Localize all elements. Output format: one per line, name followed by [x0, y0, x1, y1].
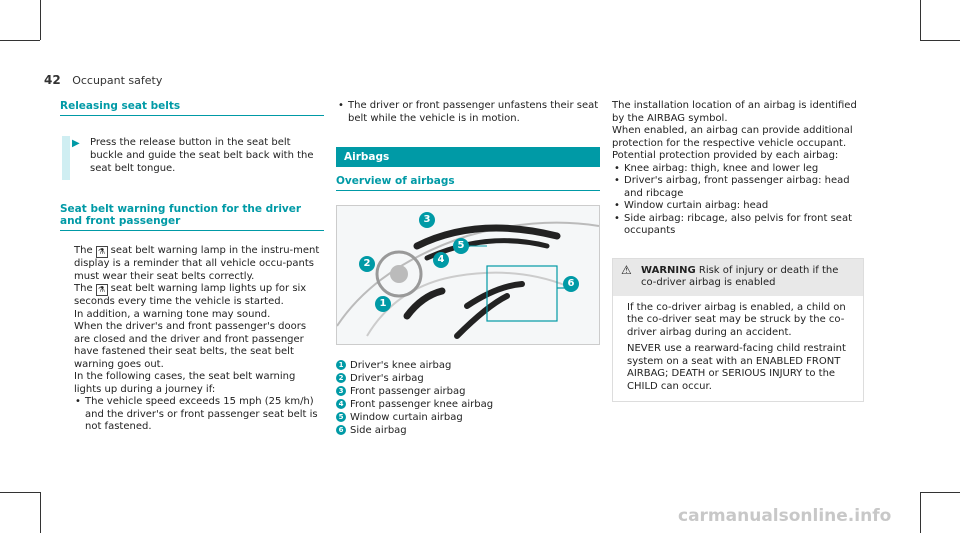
column-2: The driver or front passenger unfastens …: [336, 100, 600, 437]
warning-box: ⚠ WARNING Risk of injury or death if the…: [612, 257, 864, 402]
instruction-step: ▶ Press the release button in the seat b…: [60, 136, 324, 180]
paragraph: The⚗seat belt warning lamp lights up for…: [74, 283, 307, 307]
paragraph: If the co-driver airbag is enabled, a ch…: [627, 301, 846, 338]
paragraph: In the following cases, the seat belt wa…: [74, 371, 296, 395]
legend-number: 6: [336, 425, 346, 435]
page-header: 42 Occupant safety: [44, 73, 162, 87]
list-item: Window curtain airbag: head: [612, 200, 864, 213]
warning-body: If the co-driver airbag is enabled, a ch…: [613, 296, 863, 402]
step-bar: [62, 136, 70, 180]
crop-mark: [920, 0, 921, 40]
column-3: The installation location of an airbag i…: [612, 100, 864, 402]
releasing-title: Releasing seat belts: [60, 100, 324, 116]
watermark: carmanualsonline.info: [678, 506, 892, 526]
warning-function-title: Seat belt warning function for the drive…: [60, 203, 324, 231]
paragraph: In addition, a warning tone may sound.: [74, 308, 271, 320]
crop-mark: [40, 492, 41, 533]
callout-5: 5: [453, 238, 469, 254]
step-text: Press the release button in the seat bel…: [90, 137, 314, 174]
callout-3: 3: [419, 212, 435, 228]
legend-number: 4: [336, 399, 346, 409]
airbag-illustration: 3 5 4 2 6 1: [336, 205, 600, 345]
section-title: Occupant safety: [72, 74, 163, 87]
paragraph: NEVER use a rearward-facing child restra…: [627, 343, 846, 392]
callout-6: 6: [563, 276, 579, 292]
paragraph: When the driver's and front passenger's …: [74, 321, 307, 370]
paragraph: Potential protection provided by each ai…: [612, 150, 839, 161]
legend-number: 3: [336, 386, 346, 396]
seatbelt-person-icon: ⚗: [95, 246, 108, 258]
overview-title: Overview of airbags: [336, 175, 600, 191]
warning-function-body: The⚗seat belt warning lamp in the instru…: [60, 245, 324, 396]
legend-number: 1: [336, 360, 346, 370]
step-arrow-icon: ▶: [72, 138, 80, 149]
list-item: Side airbag: ribcage, also pelvis for fr…: [612, 213, 864, 238]
page-number: 42: [44, 73, 61, 87]
warning-triangle-icon: ⚠: [621, 262, 632, 277]
warning-header: ⚠ WARNING Risk of injury or death if the…: [613, 258, 863, 296]
column-1: Releasing seat belts ▶ Press the release…: [60, 100, 324, 434]
airbags-band: Airbags: [336, 147, 600, 167]
crop-mark: [0, 492, 40, 493]
callout-4: 4: [433, 252, 449, 268]
crop-mark: [40, 0, 41, 40]
list-item: The driver or front passenger unfastens …: [336, 100, 600, 125]
list-item: Driver's airbag, front passenger airbag:…: [612, 175, 864, 200]
paragraph: When enabled, an airbag can provide addi…: [612, 125, 853, 149]
crop-mark: [920, 492, 921, 533]
crop-mark: [920, 492, 960, 493]
callout-1: 1: [375, 296, 391, 312]
crop-mark: [920, 40, 960, 41]
paragraph: The⚗seat belt warning lamp in the instru…: [74, 245, 320, 282]
crop-mark: [0, 40, 40, 41]
list-item: The vehicle speed exceeds 15 mph (25 km/…: [60, 396, 324, 434]
list-item: Knee airbag: thigh, knee and lower leg: [612, 163, 864, 176]
airbag-diagram: [337, 221, 599, 339]
warning-label: WARNING: [641, 264, 696, 276]
legend-number: 2: [336, 373, 346, 383]
paragraph: The installation location of an airbag i…: [612, 100, 857, 124]
warning-headline: Risk of injury or death if the co-driver…: [641, 264, 839, 289]
seatbelt-person-icon: ⚗: [95, 284, 108, 296]
legend-number: 5: [336, 412, 346, 422]
callout-2: 2: [359, 256, 375, 272]
